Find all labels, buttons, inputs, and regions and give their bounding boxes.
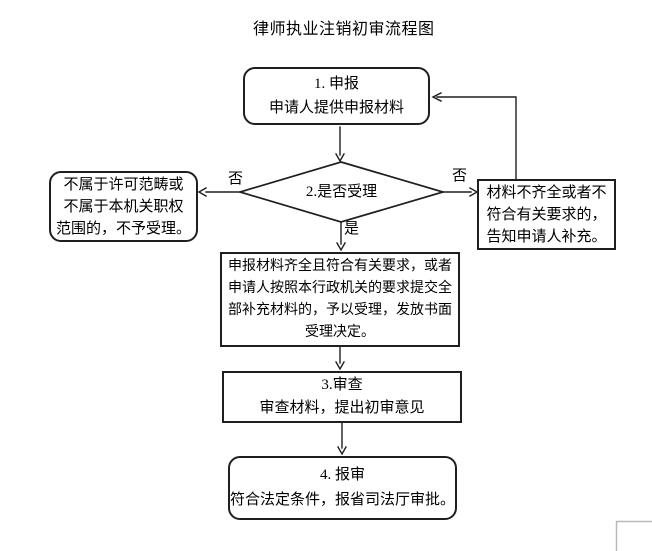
node-step3-line: 3.审查 [321, 377, 363, 393]
node-accepted: 申报材料齐全且符合有关要求，或者 申请人按照本行政机关的要求提交全 部补充材料的… [220, 252, 460, 347]
arrow-step1-to-decision [335, 126, 345, 163]
arrow-decision-to-supplement [442, 187, 479, 197]
node-step3-line: 审查材料，提出初审意见 [259, 400, 425, 416]
arrow-decision-to-not-accepted [197, 187, 241, 197]
node-step4-line: 4. 报审 [319, 467, 365, 483]
node-not-accepted-line: 不属于许可范畴或 [63, 176, 184, 193]
node-step1-line: 申请人提供申报材料 [268, 100, 404, 116]
node-supplement-line: 告知申请人补充。 [486, 228, 607, 245]
decision-diamond-shape [237, 161, 447, 223]
page-corner-mark [615, 520, 652, 551]
node-accepted-line: 受理决定。 [305, 324, 375, 340]
arrow-step3-to-step4 [337, 422, 347, 456]
node-supplement: 材料不齐全或者不 符合有关要求的， 告知申请人补充。 [477, 179, 616, 250]
node-not-accepted-line: 范围的，不予受理。 [55, 220, 191, 237]
flowchart-title: 律师执业注销初审流程图 [253, 21, 435, 38]
edge-label-yes: 是 [344, 221, 360, 237]
edge-label-no-right: 否 [452, 168, 468, 184]
node-not-accepted: 不属于许可范畴或 不属于本机关职权 范围的，不予受理。 [49, 171, 198, 242]
node-supplement-line: 符合有关要求的， [486, 206, 607, 223]
node-accepted-line: 申请人按照本行政机关的要求提交全 [228, 280, 452, 296]
node-step1-declare: 1. 申报 申请人提供申报材料 [243, 67, 430, 125]
node-accepted-line: 申报材料齐全且符合有关要求，或者 [228, 258, 452, 274]
decision-label: 2.是否受理 [305, 184, 378, 200]
node-not-accepted-line: 不属于本机关职权 [63, 198, 184, 215]
arrow-accepted-to-step3 [335, 346, 345, 371]
edge-label-no-left: 否 [228, 171, 244, 187]
node-step1-line: 1. 申报 [313, 76, 359, 92]
node-accepted-line: 部补充材料的，予以受理，发放书面 [228, 302, 452, 318]
node-supplement-line: 材料不齐全或者不 [486, 184, 607, 201]
node-step4-submit: 4. 报审 符合法定条件，报省司法厅审批。 [228, 456, 457, 520]
node-step3-review: 3.审查 审查材料，提出初审意见 [222, 371, 462, 423]
node-step4-line: 符合法定条件，报省司法厅审批。 [230, 492, 456, 508]
edges-group [197, 92, 517, 456]
arrow-supplement-to-step1 [431, 92, 517, 180]
arrow-decision-to-accepted [336, 221, 346, 252]
